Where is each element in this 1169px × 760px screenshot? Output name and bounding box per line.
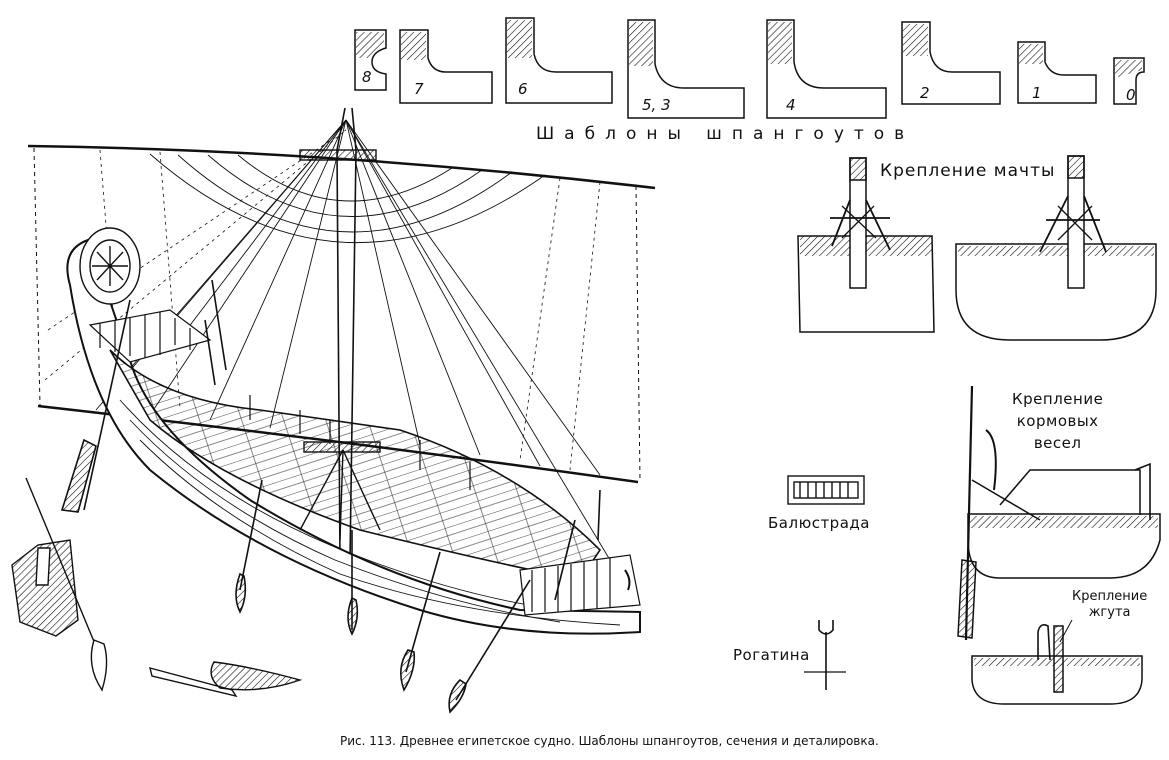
frame-template-5-3 (627, 19, 745, 119)
fork-title: Рогатина (733, 646, 810, 664)
balustrade-detail (787, 475, 865, 505)
steering-oar-mount-title: Крепление кормовых весел (1012, 390, 1104, 452)
balustrade-title: Балюстрада (768, 514, 870, 532)
fork-detail (804, 620, 846, 690)
harness-mount-section (971, 619, 1143, 705)
frame-templates-title: Шаблоны шпангоутов (536, 124, 915, 144)
frame-template-label-0: 0 (1126, 86, 1136, 104)
frame-template-label-2: 2 (920, 84, 930, 102)
frame-template-label-6: 6 (518, 80, 528, 98)
frame-templates (354, 17, 1145, 119)
ship-drawing (27, 107, 656, 714)
harness-mount-title: Крепление жгута (1072, 589, 1148, 620)
stern-railing (519, 554, 641, 616)
frame-template-1 (1017, 41, 1097, 104)
frame-template-label-1: 1 (1032, 84, 1042, 102)
mast-mount-sections (797, 155, 1157, 341)
frame-template-label-4: 4 (786, 96, 796, 114)
steering-oars (60, 279, 227, 513)
frame-template-4 (766, 19, 887, 119)
rowing-oars (235, 479, 601, 714)
frame-template-7 (399, 29, 493, 104)
sail-outline (33, 147, 641, 481)
frame-template-0 (1113, 57, 1145, 105)
mast-mount-section-left (797, 157, 935, 333)
steering-oar-mount-section (957, 385, 1161, 641)
frame-template-label-5-3: 5, 3 (642, 96, 671, 114)
mast-mount-section-right (955, 155, 1157, 341)
frame-template-label-7: 7 (414, 80, 424, 98)
frame-template-2 (901, 21, 1001, 105)
oar-detail-left (11, 477, 108, 692)
frame-template-8 (354, 29, 387, 91)
paddle-details (149, 661, 303, 698)
mast-mount-title: Крепление мачты (880, 161, 1056, 181)
bow-ornament (79, 227, 141, 305)
frame-template-6 (505, 17, 613, 104)
figure-caption: Рис. 113. Древнее египетское судно. Шабл… (340, 734, 879, 748)
frame-template-label-8: 8 (362, 68, 372, 86)
